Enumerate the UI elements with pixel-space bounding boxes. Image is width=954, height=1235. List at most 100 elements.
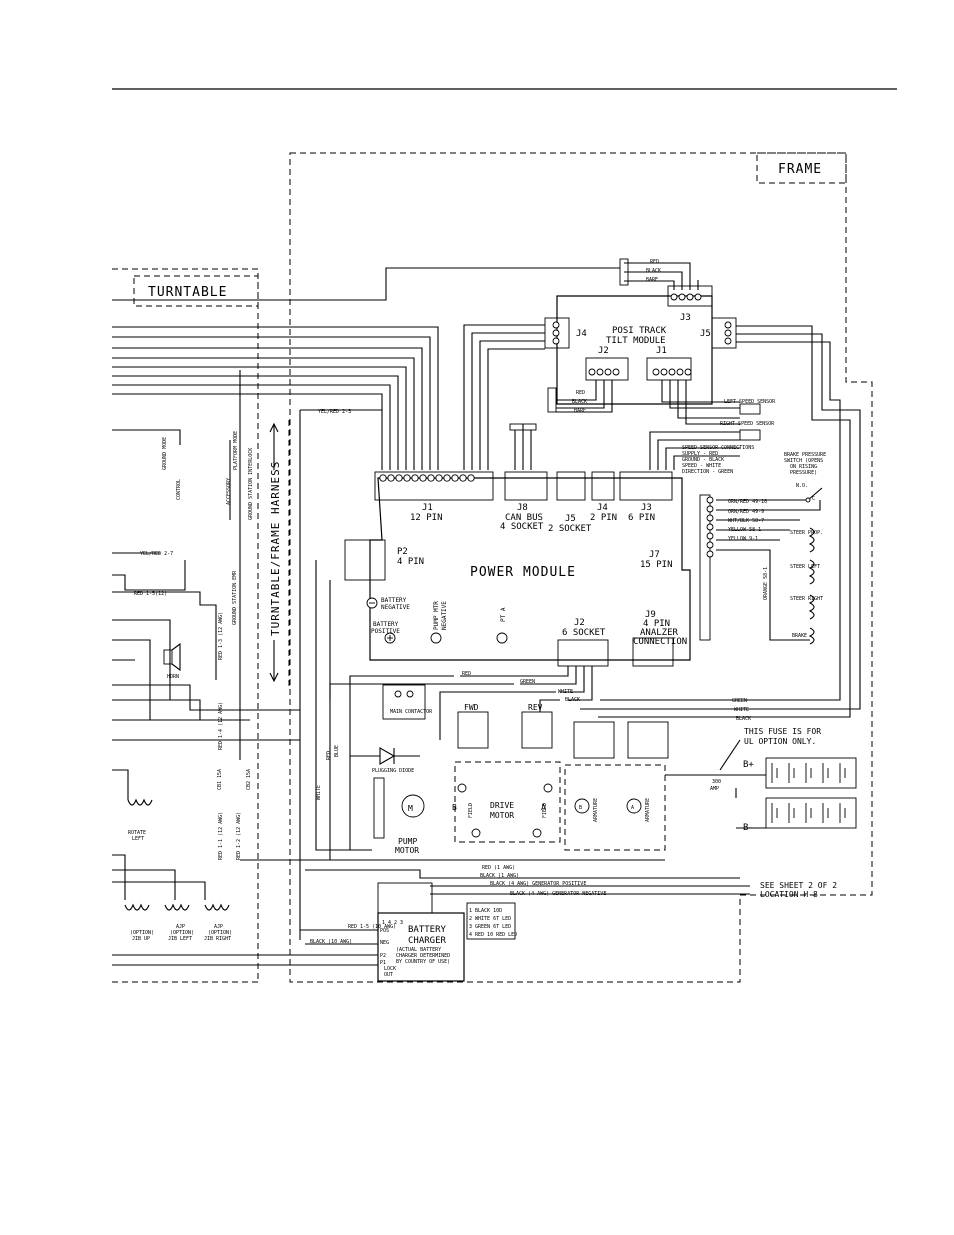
cb2: CB2 15A: [246, 769, 252, 790]
svg-text:C: C: [812, 496, 815, 502]
battery-cell: [822, 763, 829, 783]
svg-text:4 SOCKET: 4 SOCKET: [500, 522, 544, 532]
j1-pin: [459, 474, 467, 482]
posi-j1-pin: [652, 368, 660, 376]
j1-pin: [403, 474, 411, 482]
svg-text:A: A: [631, 805, 634, 811]
j1-pin: [411, 474, 419, 482]
svg-text:JIB RIGHT: JIB RIGHT: [204, 936, 231, 942]
svg-text:PRESSURE): PRESSURE): [790, 470, 817, 476]
pm-batt-neg-1: BATTERY: [381, 597, 407, 604]
j2-outputs: [329, 666, 593, 860]
main-contactor: MAIN CONTACTOR: [382, 684, 433, 720]
svg-text:J3: J3: [641, 503, 652, 513]
posi-j3-pin: [670, 293, 678, 301]
platform-mode: PLATFORM MODE: [233, 431, 239, 470]
posi-track-title2: TILT MODULE: [606, 336, 666, 346]
svg-text:GROUND - BLACK: GROUND - BLACK: [682, 457, 724, 463]
svg-text:JIB LEFT: JIB LEFT: [168, 936, 192, 942]
svg-text:AJP: AJP: [214, 924, 223, 930]
horn: HORN: [163, 642, 181, 680]
wire-yellow-91: YELLOW 9-1: [728, 536, 758, 542]
j7-pin: [706, 514, 714, 522]
j1-pin: [443, 474, 451, 482]
svg-text:CONNECTION: CONNECTION: [633, 637, 687, 647]
battery-cell: [805, 803, 812, 823]
svg-text:4 PIN: 4 PIN: [643, 619, 670, 629]
svg-text:MOTOR: MOTOR: [490, 811, 514, 820]
posi-j1-pin: [684, 368, 692, 376]
battery-cell: [839, 803, 846, 823]
rev-contactor: REV: [521, 703, 553, 749]
wire-white-j2: WHITE: [558, 689, 573, 695]
pm-batt-pos-2: POSITIVE: [371, 628, 400, 635]
wire-red-1awg: RED (1 AWG): [482, 865, 515, 871]
svg-text:BRAKE PRESSURE: BRAKE PRESSURE: [784, 452, 826, 458]
wire-red-15-10awg: RED 1-5 (10 AWG): [348, 924, 396, 930]
pm-j2-connector: J2 6 SOCKET: [557, 618, 609, 667]
svg-text:J2: J2: [574, 618, 585, 628]
fwd-contactor: FWD: [457, 703, 489, 749]
fuse-rating-2: AMP: [710, 786, 719, 792]
see-sheet-2: LOCATION H-8: [760, 890, 818, 899]
bottom-bus: [240, 859, 750, 895]
steer-coils: STEER PROP. STEER LEFT STEER RIGHT BRAKE: [716, 519, 823, 645]
svg-text:ANALZER: ANALZER: [640, 628, 679, 638]
frame-boundary: [289, 152, 873, 983]
pm-pump-mtr-1: PUMP MTR: [433, 601, 440, 630]
wire-bare-top: BARE: [646, 277, 658, 283]
pm-j1-connector: J1 12 PIN: [374, 471, 494, 523]
svg-text:PLUGGING DIODE: PLUGGING DIODE: [372, 768, 414, 774]
wire-orn-red-499: ORN/RED 49-9: [728, 509, 764, 515]
power-module-title: POWER MODULE: [470, 565, 576, 580]
brake-pressure-switch: BRAKE PRESSURE SWITCH (OPENS ON RISING P…: [716, 452, 826, 511]
wire-red-top: RED: [650, 259, 659, 265]
svg-text:AJP: AJP: [176, 924, 185, 930]
svg-text:BRAKE: BRAKE: [792, 633, 807, 639]
j1-pin: [379, 474, 387, 482]
wire-black-10awg: BLACK (10 AWG): [310, 939, 352, 945]
svg-text:P2: P2: [397, 547, 408, 557]
wire-red-11: RED 1-1 (12 AWG): [218, 812, 224, 860]
harness-label: TURNTABLE/FRAME HARNESS: [269, 461, 282, 636]
wire-routes: [112, 262, 861, 718]
svg-text:ON RISING: ON RISING: [790, 464, 817, 470]
svg-text:JIB UP: JIB UP: [132, 936, 150, 942]
svg-text:J1: J1: [422, 503, 433, 513]
ajp-coils: (OPTION) JIB UP AJP (OPTION) JIB LEFT AJ…: [124, 903, 232, 942]
fuse-note-2: UL OPTION ONLY.: [744, 737, 816, 746]
posi-j2: J2: [598, 346, 609, 356]
ground-station-emr: GROUND STATION EMR: [232, 570, 238, 625]
svg-text:FWD: FWD: [464, 703, 479, 712]
pm-j4-connector: J4 2 PIN: [590, 471, 617, 523]
battery-cell: [805, 763, 812, 783]
posi-j1: J1: [656, 346, 667, 356]
wire-white-pm: WHITE: [316, 785, 322, 800]
svg-text:BATTERY: BATTERY: [408, 925, 447, 935]
j1-pin: [419, 474, 427, 482]
svg-text:(OPTION): (OPTION): [170, 930, 194, 936]
wire-red-14: RED 1-4 (12 AWG): [218, 702, 224, 750]
svg-text:CHARGER DETERMINED: CHARGER DETERMINED: [396, 953, 450, 959]
svg-text:REV: REV: [528, 703, 543, 712]
posi-j5-pin: [724, 321, 732, 329]
posi-j4-pin: [552, 321, 560, 329]
pm-j5-connector: J5 2 SOCKET: [548, 471, 592, 534]
j7-pin: [706, 505, 714, 513]
svg-text:4 RED 10 RED LED: 4 RED 10 RED LED: [469, 932, 517, 938]
wire-black-gen-pos: BLACK (4 AWG) GENERATOR POSITIVE: [490, 881, 586, 887]
svg-text:P1: P1: [380, 960, 386, 966]
posi-j4: J4: [576, 329, 587, 339]
posi-j1-pin: [676, 368, 684, 376]
posi-track-box: [556, 295, 713, 405]
j7-pin: [706, 496, 714, 504]
battery-cell: [771, 763, 778, 783]
ground-mode: GROUND MODE: [162, 437, 168, 470]
accessory-label: ACCESSORY: [226, 478, 232, 505]
j1-pin: [427, 474, 435, 482]
wire-wht-blk-587: WHT/BLK 58-7: [728, 518, 764, 524]
wire-black-j2: BLACK: [572, 399, 587, 405]
left-speed-sensor-label: LEFT SPEED SENSOR: [724, 399, 776, 405]
pm-j8-connector: J8 CAN BUS 4 SOCKET: [500, 471, 548, 532]
svg-text:DRIVE: DRIVE: [490, 801, 514, 810]
